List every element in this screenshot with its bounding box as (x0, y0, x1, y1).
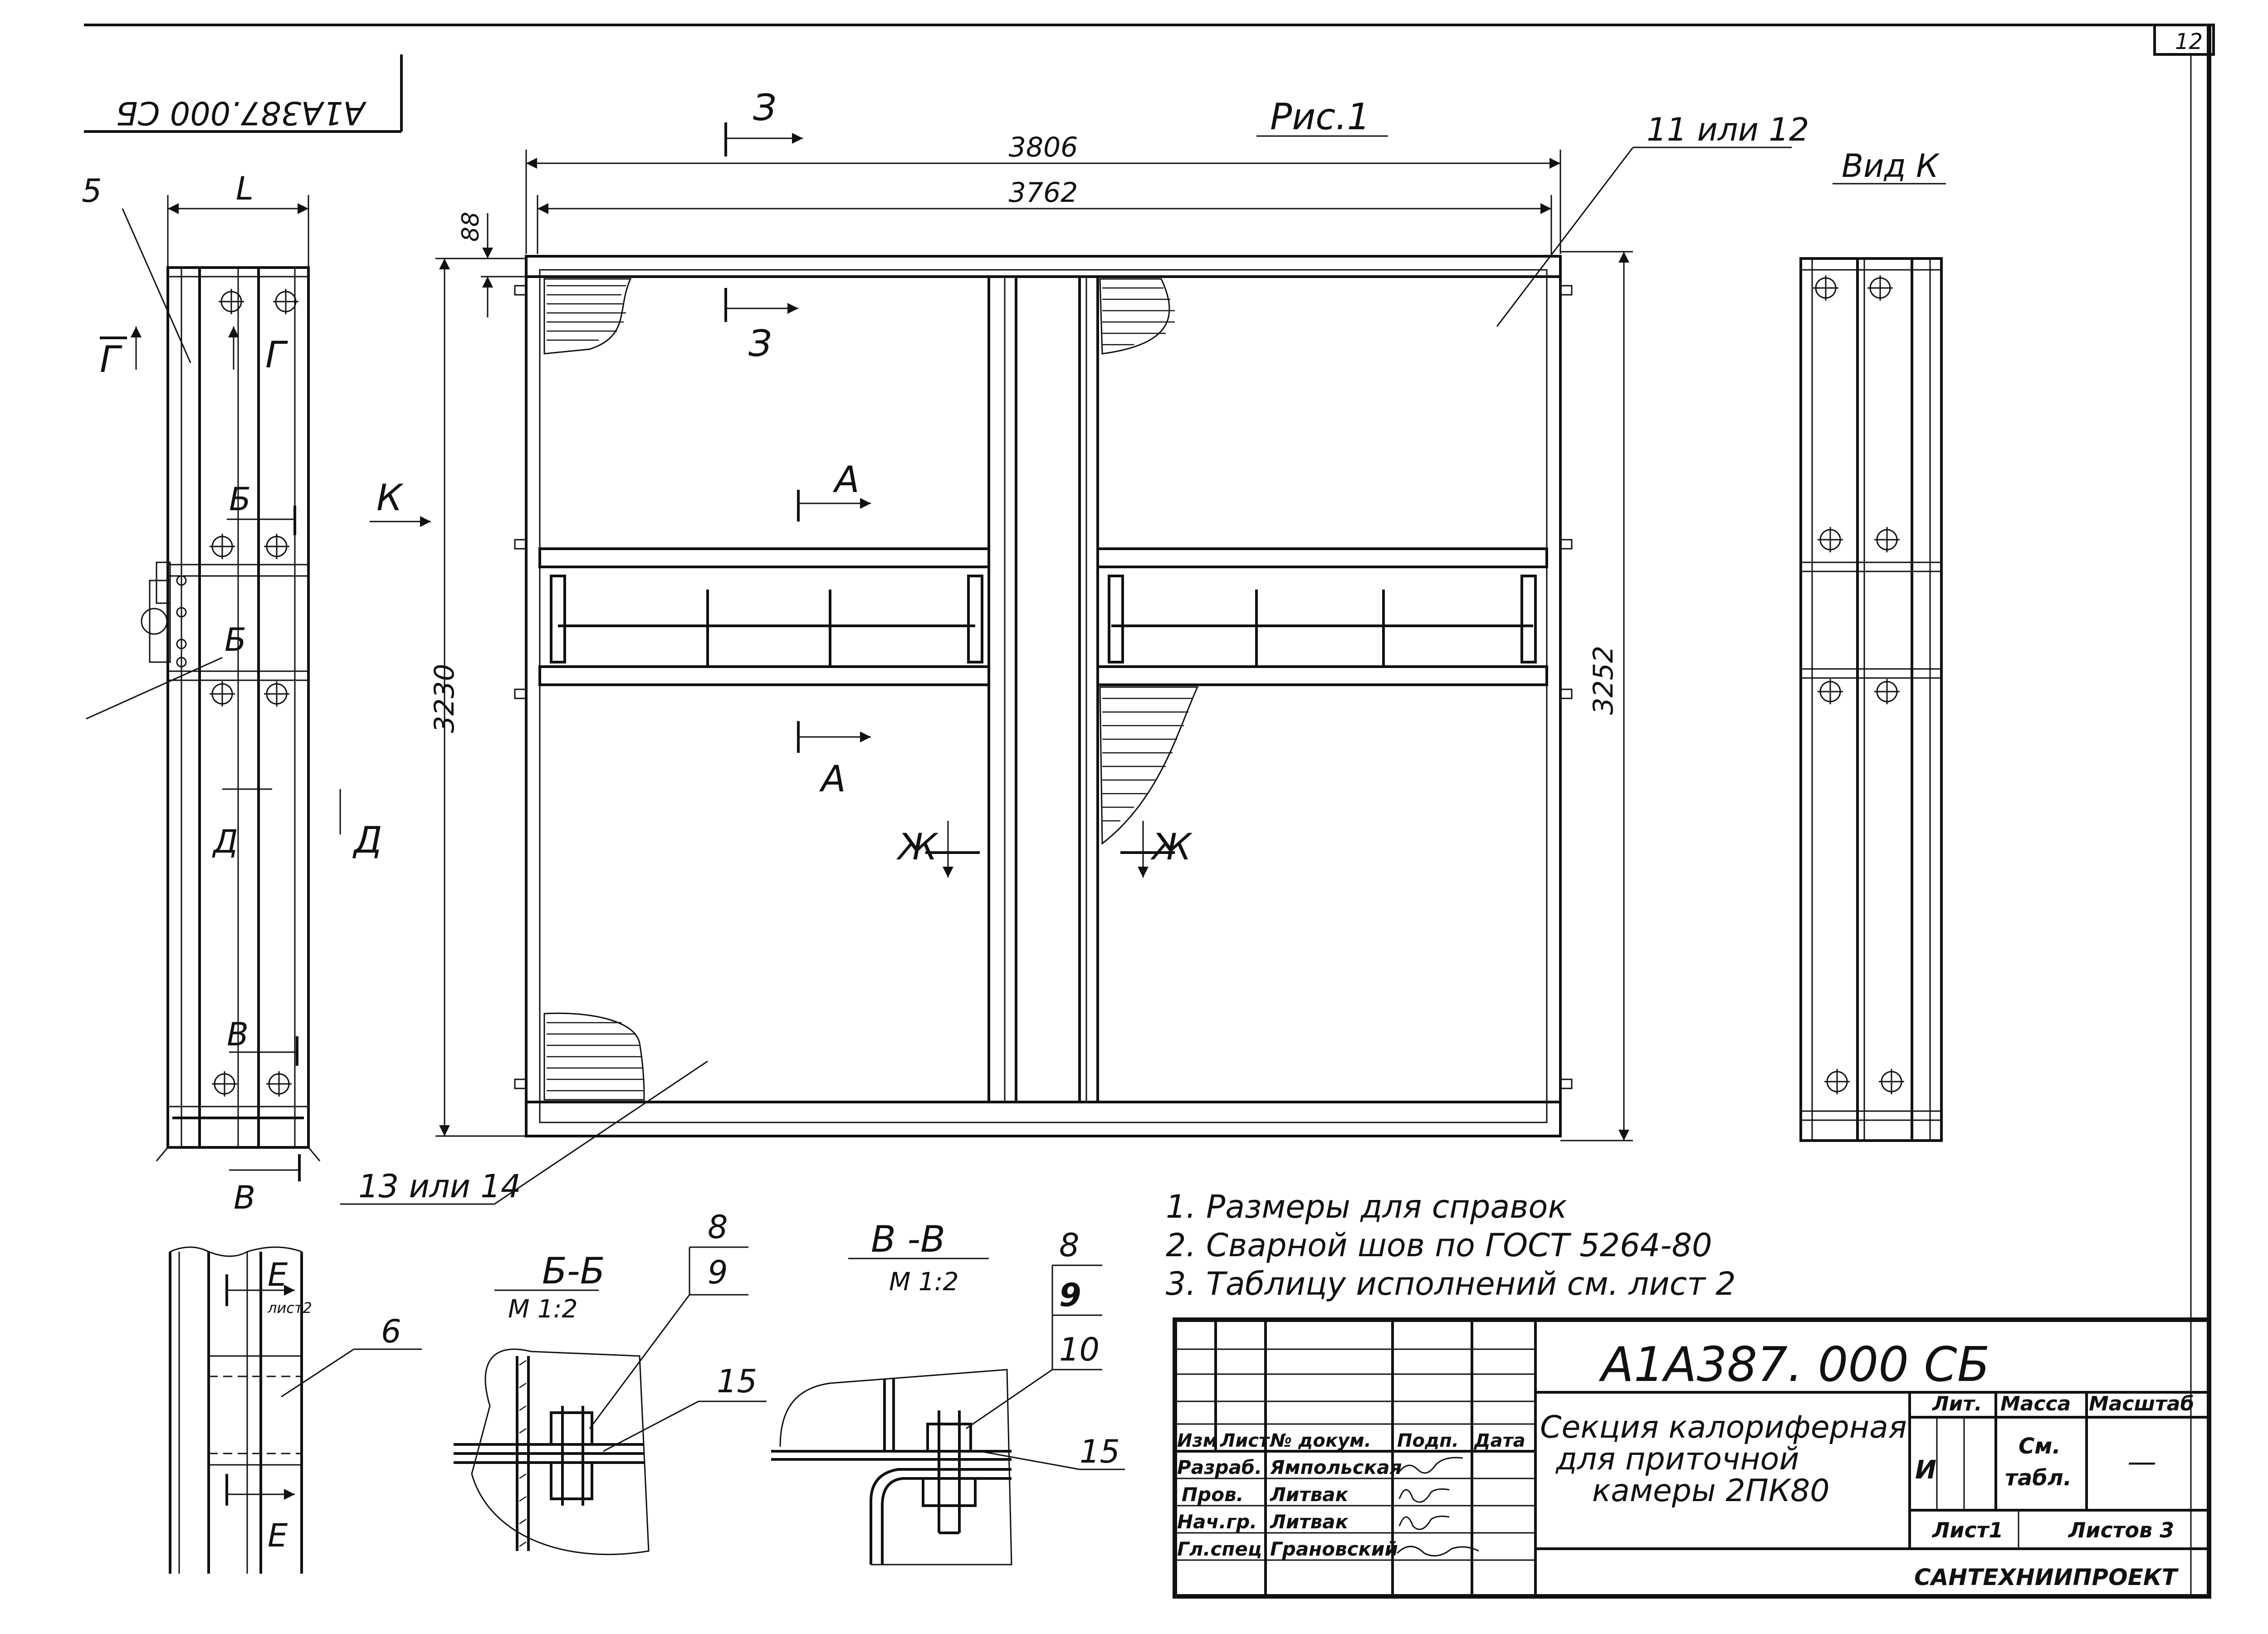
mark-g-right: Г (265, 334, 288, 376)
lit-value: И (1915, 1455, 1936, 1485)
section-vv-detail (771, 1369, 1012, 1566)
vv-callout-10: 10 (1059, 1331, 1100, 1368)
vv-callout-9: 9 (1059, 1277, 1081, 1314)
mass-value-2: табл. (2005, 1465, 2072, 1491)
view-k-label: Вид К (1842, 147, 1940, 185)
role-chief: Гл.спец (1177, 1538, 1262, 1560)
organization: САНТЕХНИИПРОЕКТ (1914, 1564, 2179, 1590)
figure-label: Рис.1 (1270, 96, 1370, 138)
mark-z-inner: З (748, 322, 772, 365)
bb-callout-9: 9 (708, 1254, 728, 1291)
lit-header: Лит. (1931, 1392, 1982, 1415)
mark-e-sheet: лист2 (267, 1299, 312, 1317)
mark-z-top: З (753, 87, 776, 129)
header-list: Лист (1220, 1430, 1271, 1451)
section-bb-scale: М 1:2 (508, 1294, 577, 1323)
callout-13-14: 13 или 14 (358, 1168, 521, 1205)
callout-13-14-leader (340, 1060, 708, 1205)
header-izm: Изм (1177, 1430, 1217, 1451)
mass-header: Масса (2000, 1392, 2071, 1415)
mass-value-1: См. (2019, 1434, 2061, 1459)
mark-b-mid: Б (225, 621, 246, 658)
header-doc: № докум. (1269, 1430, 1371, 1451)
dim-height-right: 3252 (1588, 646, 1619, 715)
callout-5: 5 (82, 172, 102, 210)
view-k-bolts (1813, 275, 1904, 1094)
name-developer: Ямпольская (1270, 1456, 1402, 1478)
left-side-view (141, 266, 321, 1161)
section-bb-detail (454, 1348, 650, 1556)
name-chief: Грановский (1270, 1538, 1398, 1560)
rotated-code-box (84, 54, 403, 133)
mark-v-bottom: В (234, 1179, 255, 1216)
mark-a-bottom: А (819, 758, 846, 800)
dim-height-left: 3230 (429, 664, 460, 733)
dim-overall-width: 3806 (1009, 132, 1078, 163)
mark-e-top: Е (268, 1256, 288, 1293)
note-2: 2. Сварной шов по ГОСТ 5264-80 (1166, 1227, 1712, 1264)
title-line-3: камеры 2ПК80 (1592, 1473, 1830, 1509)
rotated-code: А1А387.000 СБ (116, 94, 367, 132)
mark-g-left: Г (100, 338, 122, 380)
header-sign: Подп. (1397, 1430, 1459, 1451)
main-front-view (514, 255, 1573, 1137)
mark-zh-right: Ж (1150, 826, 1193, 868)
mark-k: К (376, 477, 404, 519)
role-checker: Пров. (1182, 1483, 1244, 1506)
note-3: 3. Таблицу исполнений см. лист 2 (1166, 1265, 1736, 1302)
role-group-head: Нач.гр. (1177, 1511, 1257, 1533)
mark-e-bottom: Е (268, 1517, 288, 1554)
hatch-middle-right (1099, 686, 1199, 845)
signatures (1396, 1457, 1479, 1557)
scale-value: — (2127, 1445, 2156, 1479)
page-number: 12 (2175, 29, 2203, 54)
note-1: 1. Размеры для справок (1166, 1188, 1567, 1225)
name-checker: Литвак (1269, 1483, 1349, 1506)
mark-d-left: Д (212, 823, 238, 860)
hatch-bottom-left (543, 1012, 645, 1101)
side-width-label: L (236, 170, 254, 207)
view-k (1799, 257, 1943, 1142)
vv-callout-8: 8 (1059, 1227, 1080, 1264)
mark-d-right: Д (352, 819, 382, 861)
title-line-1: Секция калориферная (1540, 1410, 1907, 1445)
section-vv-scale: М 1:2 (889, 1267, 958, 1296)
title-block-frame (1173, 1317, 2211, 1599)
section-marks-main (370, 122, 1175, 878)
mark-zh-left: Ж (896, 826, 938, 868)
left-side-bolts (176, 289, 298, 1097)
section-vv-title: В -В (871, 1218, 945, 1260)
callout-6: 6 (381, 1313, 401, 1350)
section-bb-title: Б-Б (542, 1250, 605, 1292)
callout-11-12: 11 или 12 (1647, 111, 1809, 148)
sheet-number: Лист1 (1931, 1518, 2003, 1542)
sheet-total: Листов 3 (2068, 1518, 2174, 1542)
dim-top-offset: 88 (457, 212, 484, 242)
role-developer: Разраб. (1177, 1456, 1262, 1478)
section-bb-callouts (589, 1246, 767, 1452)
bb-callout-8: 8 (708, 1209, 728, 1246)
designation: А1А387. 000 СБ (1598, 1337, 1990, 1392)
vv-callout-15: 15 (1080, 1433, 1120, 1470)
title-line-2: для приточной (1555, 1441, 1799, 1477)
name-group-head: Литвак (1269, 1511, 1349, 1533)
dim-inner-width: 3762 (1009, 177, 1078, 209)
mark-b-top: Б (229, 481, 251, 518)
bottom-partial-view (169, 1246, 422, 1574)
bb-callout-15: 15 (717, 1363, 757, 1400)
scale-header: Масштаб (2089, 1392, 2194, 1415)
header-date: Дата (1473, 1430, 1525, 1451)
hatch-top-left (543, 278, 632, 355)
dimension-lines (435, 150, 1633, 1141)
mark-v-side: В (227, 1016, 249, 1053)
section-vv-callouts (966, 1264, 1125, 1470)
hatch-top-center (1099, 278, 1175, 355)
callout-11-12-leader (1496, 146, 1792, 327)
mark-a-top: А (832, 458, 860, 501)
left-side-dims (86, 195, 341, 1181)
